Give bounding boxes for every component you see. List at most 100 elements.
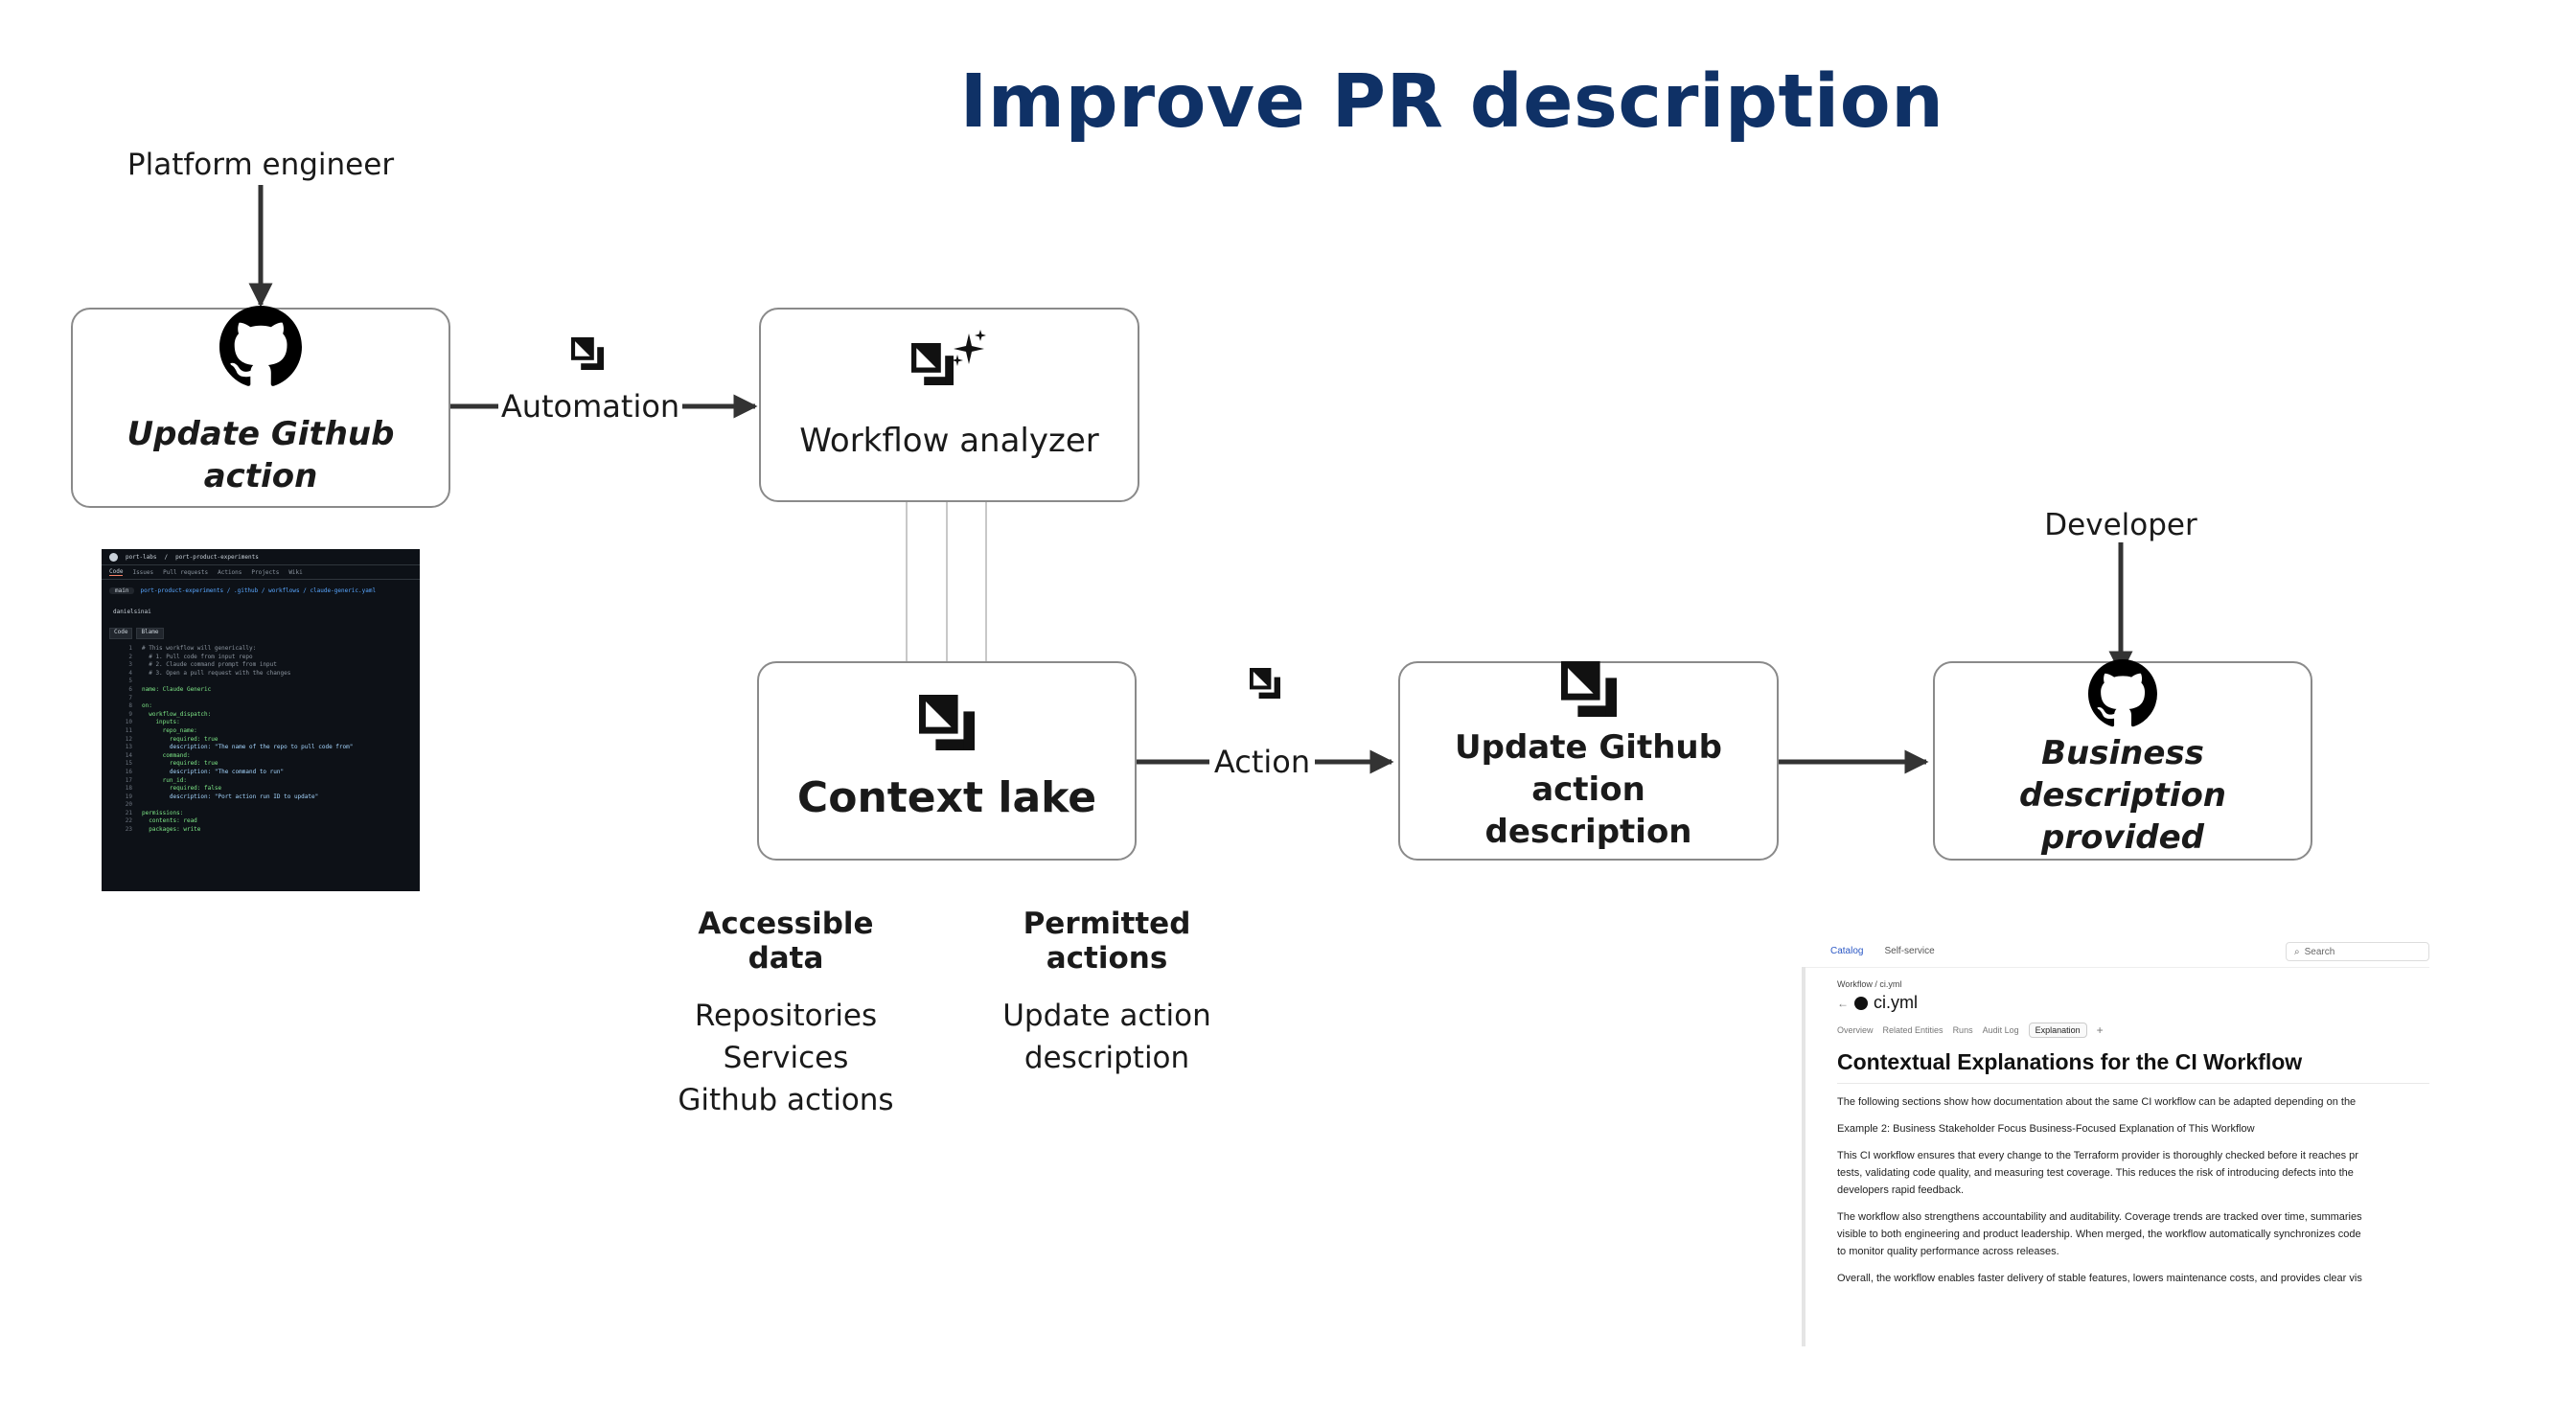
paragraph: tests, validating code quality, and meas… [1837, 1167, 2354, 1179]
nav-catalog[interactable]: Catalog [1830, 945, 1864, 956]
line-number: 17 [125, 776, 132, 784]
paragraph: Example 2: Business Stakeholder Focus Bu… [1837, 1123, 2255, 1135]
paragraph: The following sections show how document… [1837, 1096, 2357, 1108]
repo-org[interactable]: port-labs [126, 553, 157, 561]
tab-code[interactable]: Code [109, 568, 124, 576]
paragraph: visible to both engineering and product … [1837, 1229, 2361, 1240]
line-number: 23 [125, 826, 132, 834]
code-line: 12 required: true [113, 736, 420, 745]
code-line: 2 # 1. Pull code from input repo [113, 654, 420, 662]
tab-runs[interactable]: Runs [1952, 1025, 1973, 1035]
code-line: 11 repo_name: [113, 727, 420, 736]
tab-pull-requests[interactable]: Pull requests [163, 568, 209, 576]
line-number: 13 [125, 744, 132, 751]
edge-label-automation: Automation [500, 388, 680, 425]
back-arrow-icon[interactable]: ← [1837, 996, 1849, 1010]
permitted-actions-heading: Permitted actions [1023, 907, 1191, 976]
node-business-description[interactable]: Business description provided [1933, 659, 2312, 861]
code-text: required: true [142, 735, 218, 743]
view-tab-blame[interactable]: Blame [136, 628, 164, 639]
code-line: 1# This workflow will generically: [113, 645, 420, 654]
node-label-line2: description [1484, 813, 1692, 851]
edge-label-action: Action [1213, 744, 1311, 780]
catalog-screenshot: Catalog Self-service ⌕ Search Workflow /… [1802, 934, 2429, 1346]
permitted-action-item: description [1024, 1041, 1190, 1075]
view-tab-code[interactable]: Code [109, 628, 133, 639]
repo-name[interactable]: port-product-experiments [175, 553, 259, 561]
port-logo-icon [1560, 661, 1617, 717]
github-icon [109, 552, 118, 562]
node-workflow-analyzer[interactable]: Workflow analyzer [759, 308, 1139, 502]
line-number: 20 [125, 801, 132, 809]
code-text: on: [142, 702, 152, 710]
tab-overview[interactable]: Overview [1837, 1025, 1874, 1035]
code-line: 22 contents: read [113, 817, 420, 826]
port-logo-icon [571, 337, 604, 370]
code-line: 16 description: "The command to run" [113, 769, 420, 777]
code-text: # 1. Pull code from input repo [142, 653, 253, 660]
code-lines: 1# This workflow will generically:2 # 1.… [102, 645, 420, 835]
search-input[interactable]: ⌕ Search [2286, 942, 2429, 961]
explanation-heading: Contextual Explanations for the CI Workf… [1837, 1049, 2303, 1074]
line-number: 18 [125, 785, 132, 793]
code-line: 8 on: [113, 702, 420, 711]
line-number: 22 [125, 817, 132, 825]
code-line: 18 required: false [113, 785, 420, 793]
file-path[interactable]: port-product-experiments / .github / wor… [140, 586, 377, 594]
tab-projects[interactable]: Projects [251, 568, 280, 576]
line-number: 8 [128, 702, 132, 710]
tab-audit-log[interactable]: Audit Log [1982, 1025, 2019, 1035]
line-number: 10 [125, 719, 132, 726]
code-line: 21 permissions: [113, 810, 420, 818]
code-line: 3 # 2. Claude command prompt from input [113, 661, 420, 670]
line-number: 4 [128, 669, 132, 677]
tab-wiki[interactable]: Wiki [288, 568, 303, 576]
node-label: Context lake [796, 773, 1097, 822]
code-text: name: Claude Generic [142, 685, 212, 693]
code-line: 23 packages: write [113, 826, 420, 835]
line-number: 21 [125, 809, 132, 816]
github-icon [2088, 659, 2157, 727]
code-line: 13 description: "The name of the repo to… [113, 744, 420, 752]
code-text: workflow_dispatch: [142, 710, 212, 718]
tab-actions[interactable]: Actions [218, 568, 242, 576]
node-label: Workflow analyzer [799, 421, 1099, 460]
code-line: 19 description: "Port action run ID to u… [113, 793, 420, 802]
code-text: permissions: [142, 809, 184, 816]
port-logo-icon [1250, 668, 1280, 699]
code-line: 20 [113, 801, 420, 810]
paragraph: This CI workflow ensures that every chan… [1837, 1150, 2358, 1161]
tab-issues[interactable]: Issues [132, 568, 154, 576]
code-text: packages: write [142, 826, 201, 834]
nav-self-service[interactable]: Self-service [1884, 945, 1935, 956]
code-text: repo_name: [142, 726, 197, 734]
code-line: 17 run_id: [113, 777, 420, 786]
line-number: 6 [128, 685, 132, 693]
line-number: 15 [125, 760, 132, 768]
node-label-line1: Update Github action [1455, 728, 1722, 809]
branch-selector[interactable]: main [109, 586, 135, 594]
code-text: command: [142, 751, 191, 759]
paragraph: Overall, the workflow enables faster del… [1837, 1273, 2362, 1284]
node-update-github-action[interactable]: Update Github action [71, 305, 450, 508]
divider [1837, 1083, 2429, 1084]
diagram-title: Improve PR description [959, 59, 1944, 145]
tab-related-entities[interactable]: Related Entities [1882, 1025, 1944, 1035]
code-text: # 2. Claude command prompt from input [142, 661, 277, 669]
code-line: 5 [113, 678, 420, 686]
line-number: 1 [128, 645, 132, 652]
commit-author[interactable]: danielsinai [113, 608, 151, 615]
node-update-description[interactable]: Update Github action description [1398, 661, 1779, 861]
code-line: 15 required: true [113, 760, 420, 769]
line-number: 14 [125, 751, 132, 759]
node-label: Update Github action [126, 414, 395, 495]
line-number: 19 [125, 793, 132, 800]
line-number: 12 [125, 735, 132, 743]
breadcrumb[interactable]: Workflow / ci.yml [1837, 979, 1902, 989]
line-number: 11 [125, 726, 132, 734]
paragraph: to monitor quality performance across re… [1837, 1246, 2059, 1257]
add-tab-icon[interactable]: + [2096, 1023, 2104, 1037]
node-context-lake[interactable]: Context lake [757, 661, 1137, 861]
tab-explanation[interactable]: Explanation [2028, 1023, 2087, 1038]
